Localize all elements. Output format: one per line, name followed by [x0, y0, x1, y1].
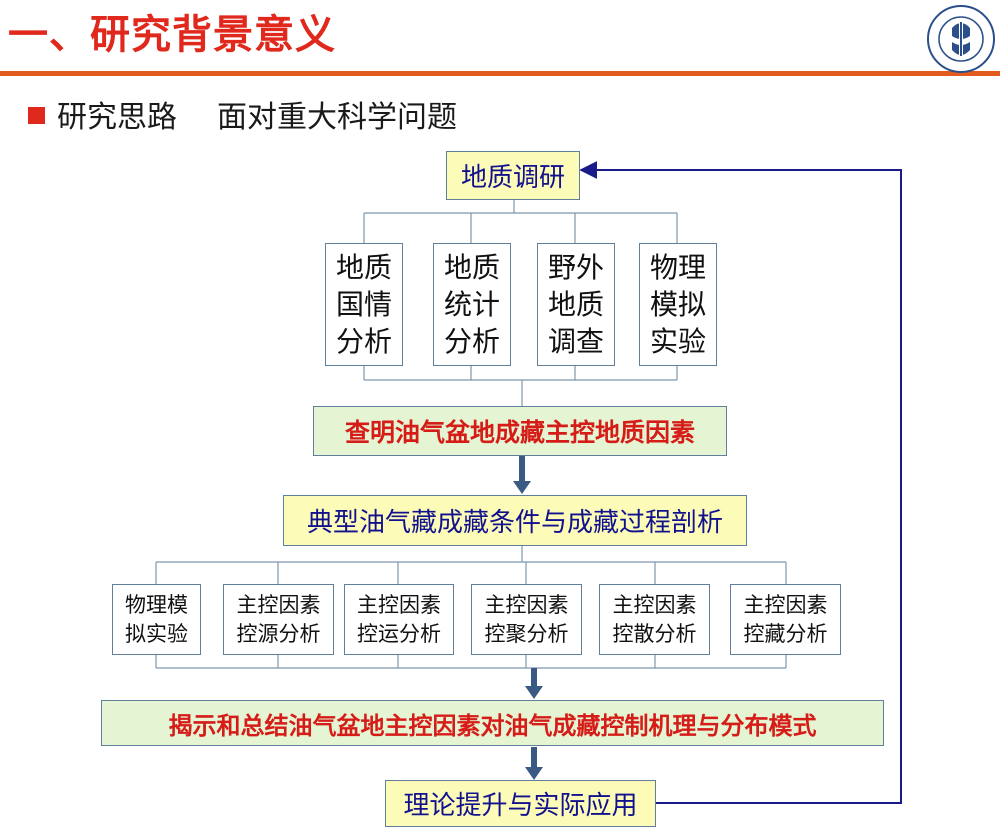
step2-label: 典型油气藏成藏条件与成藏过程剖析 — [306, 508, 723, 538]
method-box-field-survey: 野外 地质 调查 — [537, 243, 615, 366]
analysis-text: 主控因素 — [236, 592, 321, 617]
analysis-text: 主控因素 — [484, 592, 569, 617]
method-text: 国情 — [335, 288, 392, 321]
method-box-national-analysis: 地质 国情 分析 — [325, 243, 403, 366]
box-mechanism-distribution-model: 揭示和总结油气盆地主控因素对油气成藏控制机理与分布模式 — [101, 700, 884, 746]
method-text: 地质 — [335, 251, 392, 284]
analysis-text: 控藏分析 — [743, 621, 828, 646]
box-theory-application: 理论提升与实际应用 — [385, 780, 656, 827]
bullet-square-icon — [28, 107, 45, 124]
box-identify-controlling-factors: 查明油气盆地成藏主控地质因素 — [313, 406, 727, 456]
analysis-box-accumulation-control: 主控因素 控聚分析 — [471, 584, 582, 655]
method-box-statistical-analysis: 地质 统计 分析 — [433, 243, 511, 366]
subtitle-label: 研究思路 — [57, 100, 177, 135]
analysis-box-source-control: 主控因素 控源分析 — [223, 584, 334, 655]
analysis-text: 物理模 — [125, 592, 188, 617]
analysis-box-migration-control: 主控因素 控运分析 — [344, 584, 454, 655]
analysis-text: 控聚分析 — [484, 621, 569, 646]
analysis-text: 控源分析 — [236, 621, 321, 646]
method-text: 统计 — [443, 288, 500, 321]
analysis-box-dispersion-control: 主控因素 控散分析 — [599, 584, 710, 655]
analysis-text: 主控因素 — [612, 592, 697, 617]
section-subtitle: 研究思路 面对重大科学问题 — [28, 92, 457, 136]
box-geological-research: 地质调研 — [446, 151, 580, 200]
analysis-box-physical-simulation: 物理模 拟实验 — [112, 584, 201, 655]
subtitle-topic: 面对重大科学问题 — [217, 100, 457, 135]
analysis-text: 控运分析 — [357, 621, 441, 646]
step4-label: 理论提升与实际应用 — [403, 791, 638, 821]
analysis-text: 主控因素 — [743, 592, 828, 617]
method-text: 地质 — [547, 288, 604, 321]
analysis-text: 控散分析 — [612, 621, 697, 646]
method-text: 分析 — [443, 325, 500, 358]
method-text: 实验 — [649, 325, 706, 358]
box-reservoir-process-analysis: 典型油气藏成藏条件与成藏过程剖析 — [283, 495, 747, 546]
university-logo — [927, 5, 995, 73]
title-divider — [0, 71, 1000, 76]
analysis-box-reservoir-control: 主控因素 控藏分析 — [730, 584, 841, 655]
method-text: 地质 — [443, 251, 500, 284]
analysis-text: 拟实验 — [125, 621, 188, 646]
analysis-text: 主控因素 — [357, 592, 441, 617]
box-geological-research-label: 地质调研 — [460, 163, 565, 193]
method-text: 野外 — [547, 251, 604, 284]
method-text: 分析 — [335, 325, 392, 358]
method-text: 调查 — [547, 325, 604, 358]
method-text: 物理 — [649, 251, 706, 284]
step3-label: 揭示和总结油气盆地主控因素对油气成藏控制机理与分布模式 — [168, 711, 817, 740]
page-title: 一、研究背景意义 — [8, 12, 336, 58]
method-box-physical-simulation: 物理 模拟 实验 — [639, 243, 717, 366]
method-text: 模拟 — [649, 288, 706, 321]
step1-label: 查明油气盆地成藏主控地质因素 — [344, 418, 695, 447]
